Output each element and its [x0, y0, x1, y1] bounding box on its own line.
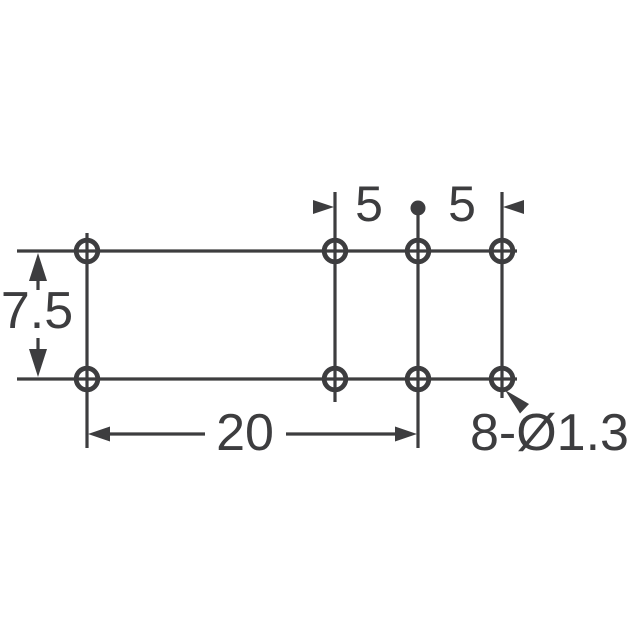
leader-arrow-icon: [505, 390, 529, 414]
arrow-right-icon: [313, 200, 334, 214]
arrow-right-icon: [395, 426, 417, 442]
hole-callout: 8-Ø1.3: [470, 390, 629, 462]
dimension-span-20: 20: [88, 404, 417, 462]
row-pitch-label: 7.5: [1, 282, 73, 340]
arrow-down-icon: [29, 349, 47, 377]
dimension-row-pitch: 7.5: [1, 253, 73, 377]
pitch-5-right-label: 5: [448, 176, 476, 232]
arrow-left-icon: [503, 200, 524, 214]
arrow-up-icon: [29, 253, 47, 281]
pitch-5-left-label: 5: [355, 176, 383, 232]
dimension-dot: [410, 200, 426, 216]
dimension-pitch-5-5: 5 5: [313, 176, 524, 232]
arrow-left-icon: [88, 426, 110, 442]
hole-callout-label: 8-Ø1.3: [470, 404, 629, 462]
span-20-label: 20: [216, 404, 274, 462]
hole-grid: [73, 237, 516, 393]
